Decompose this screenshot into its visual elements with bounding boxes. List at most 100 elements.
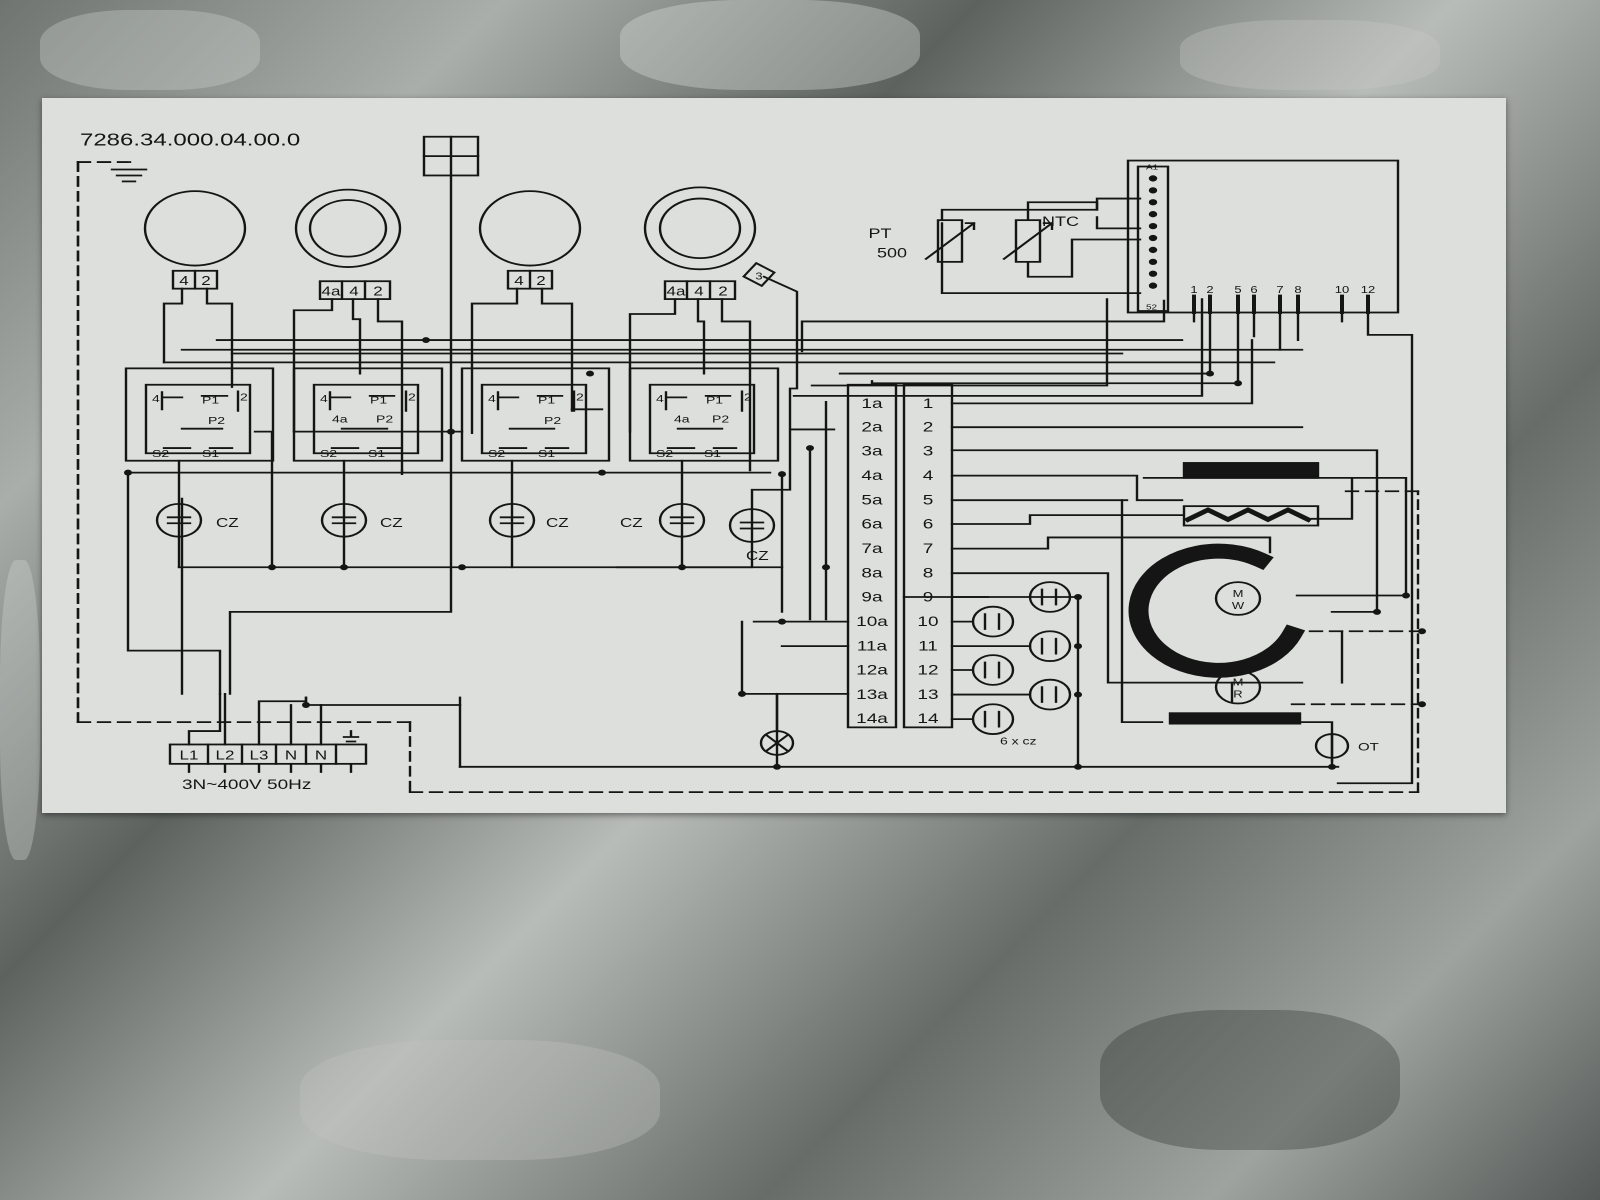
oven-heaters bbox=[1168, 462, 1320, 725]
burner-1-terminal: 4 bbox=[179, 274, 188, 288]
switch-1-label: 2 bbox=[240, 391, 248, 403]
switch-2-label: S2 bbox=[320, 448, 337, 460]
pt-sensor-label: PT bbox=[869, 227, 892, 241]
supply-terminal: L3 bbox=[250, 748, 269, 762]
burner-4-capacitor-label: CZ bbox=[620, 516, 643, 530]
terminal-left: 5a bbox=[861, 492, 883, 508]
burner-3-terminal: 4 bbox=[514, 274, 523, 288]
document-code: 7286.34.000.04.00.0 bbox=[80, 130, 300, 149]
terminal-left: 12a bbox=[856, 662, 888, 678]
lamp bbox=[759, 692, 795, 756]
switch-4-label: P1 bbox=[706, 394, 723, 406]
wiring-diagram: 7286.34.000.04.00.0 4 2 4a 4 2 4 2 4a 4 … bbox=[76, 130, 1426, 794]
switch-4-label: 4 bbox=[656, 393, 664, 405]
rotisserie-motor-label: R bbox=[1233, 690, 1242, 700]
switch-4-label: S1 bbox=[704, 448, 721, 460]
burner-2-terminal: 4a bbox=[322, 284, 342, 298]
terminal-left: 1a bbox=[861, 395, 883, 411]
terminal-right: 12 bbox=[917, 662, 938, 678]
switch-3-label: P2 bbox=[544, 415, 561, 427]
controller-pin: 5 bbox=[1234, 286, 1241, 296]
burner-2-terminal: 4 bbox=[349, 284, 358, 298]
supply-terminal: L1 bbox=[180, 748, 199, 762]
metal-texture bbox=[1180, 20, 1440, 90]
terminal-right: 13 bbox=[917, 686, 938, 702]
switch-3-label: P1 bbox=[538, 394, 555, 406]
terminal-left: 6a bbox=[861, 516, 883, 532]
supply-label: 3N~400V 50Hz bbox=[182, 776, 311, 792]
burner-2-capacitor-label: CZ bbox=[380, 516, 403, 530]
switch-1-label: 4 bbox=[152, 393, 160, 405]
terminal-left: 13a bbox=[856, 686, 888, 702]
switch-2-label: 2 bbox=[408, 391, 416, 403]
terminal-left: 7a bbox=[861, 540, 883, 556]
indicator-grid bbox=[228, 135, 480, 695]
metal-texture bbox=[620, 0, 920, 90]
terminal-right: 6 bbox=[923, 516, 934, 532]
supply-terminal: N bbox=[315, 748, 327, 762]
burner-3 bbox=[460, 190, 611, 569]
rotisserie-motor-label: M bbox=[1233, 678, 1244, 688]
controller-bottom-pin: 52 bbox=[1146, 303, 1157, 311]
metal-texture bbox=[1100, 1010, 1400, 1150]
oven-thermostat bbox=[1314, 733, 1350, 768]
terminal-right: 7 bbox=[923, 540, 934, 556]
terminal-right: 8 bbox=[923, 565, 934, 581]
switch-1-label: S1 bbox=[202, 448, 219, 460]
controller-top-pin: A1 bbox=[1146, 163, 1158, 171]
terminal-left: 4a bbox=[861, 467, 883, 483]
terminal-left: 14a bbox=[856, 710, 888, 726]
earth-frame bbox=[76, 161, 1420, 794]
controller-pin: 1 bbox=[1190, 286, 1197, 296]
junction-dots bbox=[124, 337, 1426, 770]
pt-sensor-value: 500 bbox=[877, 246, 907, 260]
metal-texture bbox=[40, 10, 260, 90]
terminal-blocks bbox=[846, 383, 954, 729]
controller-pin: 6 bbox=[1250, 286, 1257, 296]
supply-terminal: L2 bbox=[216, 748, 235, 762]
oven-capacitors bbox=[971, 581, 1072, 735]
metal-texture bbox=[300, 1040, 660, 1160]
burner-3-capacitor-label: CZ bbox=[546, 516, 569, 530]
terminal-left: 3a bbox=[861, 443, 883, 459]
switch-4-label: 4a bbox=[674, 413, 690, 425]
switch-2-label: P1 bbox=[370, 394, 387, 406]
burner-2-terminal: 2 bbox=[373, 284, 382, 298]
oven-capacitors-label: 6 x cz bbox=[1000, 735, 1037, 747]
supply-block bbox=[168, 692, 368, 773]
terminal-right: 10 bbox=[917, 613, 938, 629]
ntc-sensor-label: NTC bbox=[1042, 215, 1079, 229]
burner-4 bbox=[615, 186, 799, 569]
metal-texture bbox=[0, 560, 40, 860]
controller-pin: 2 bbox=[1206, 286, 1213, 296]
ring-heater bbox=[1128, 543, 1306, 678]
fan-motor-label: M bbox=[1233, 589, 1244, 599]
switch-2-label: S1 bbox=[368, 448, 385, 460]
terminal-left: 11a bbox=[857, 638, 888, 654]
burner-1 bbox=[124, 190, 275, 695]
switch-3-label: 2 bbox=[576, 391, 584, 403]
burner-4-terminal: 4 bbox=[694, 284, 703, 298]
switch-1-label: P1 bbox=[202, 394, 219, 406]
terminal-right: 2 bbox=[923, 419, 934, 435]
switch-2-label: 4a bbox=[332, 413, 348, 425]
switch-3-label: S1 bbox=[538, 448, 555, 460]
terminal-right: 11 bbox=[918, 638, 938, 654]
switch-3-label: 4 bbox=[488, 393, 496, 405]
terminal-left: 9a bbox=[861, 589, 883, 605]
fan-motor bbox=[1214, 581, 1262, 616]
controller-pin: 8 bbox=[1294, 286, 1301, 296]
earth-symbol bbox=[110, 168, 148, 183]
switch-4-label: P2 bbox=[712, 413, 729, 425]
terminal-right: 5 bbox=[923, 492, 934, 508]
fan-motor-label: W bbox=[1232, 601, 1244, 611]
terminal-right: 1 bbox=[923, 395, 934, 411]
burner-2 bbox=[292, 188, 444, 569]
wiring-diagram-plate: 7286.34.000.04.00.0 4 2 4a 4 2 4 2 4a 4 … bbox=[42, 98, 1506, 813]
switch-2-label: 4 bbox=[320, 393, 328, 405]
switch-2-label: P2 bbox=[376, 413, 393, 425]
switch-1-label: S2 bbox=[152, 448, 169, 460]
switch-4-label: S2 bbox=[656, 448, 673, 460]
switch-3-label: S2 bbox=[488, 448, 505, 460]
sensors bbox=[924, 197, 1142, 295]
